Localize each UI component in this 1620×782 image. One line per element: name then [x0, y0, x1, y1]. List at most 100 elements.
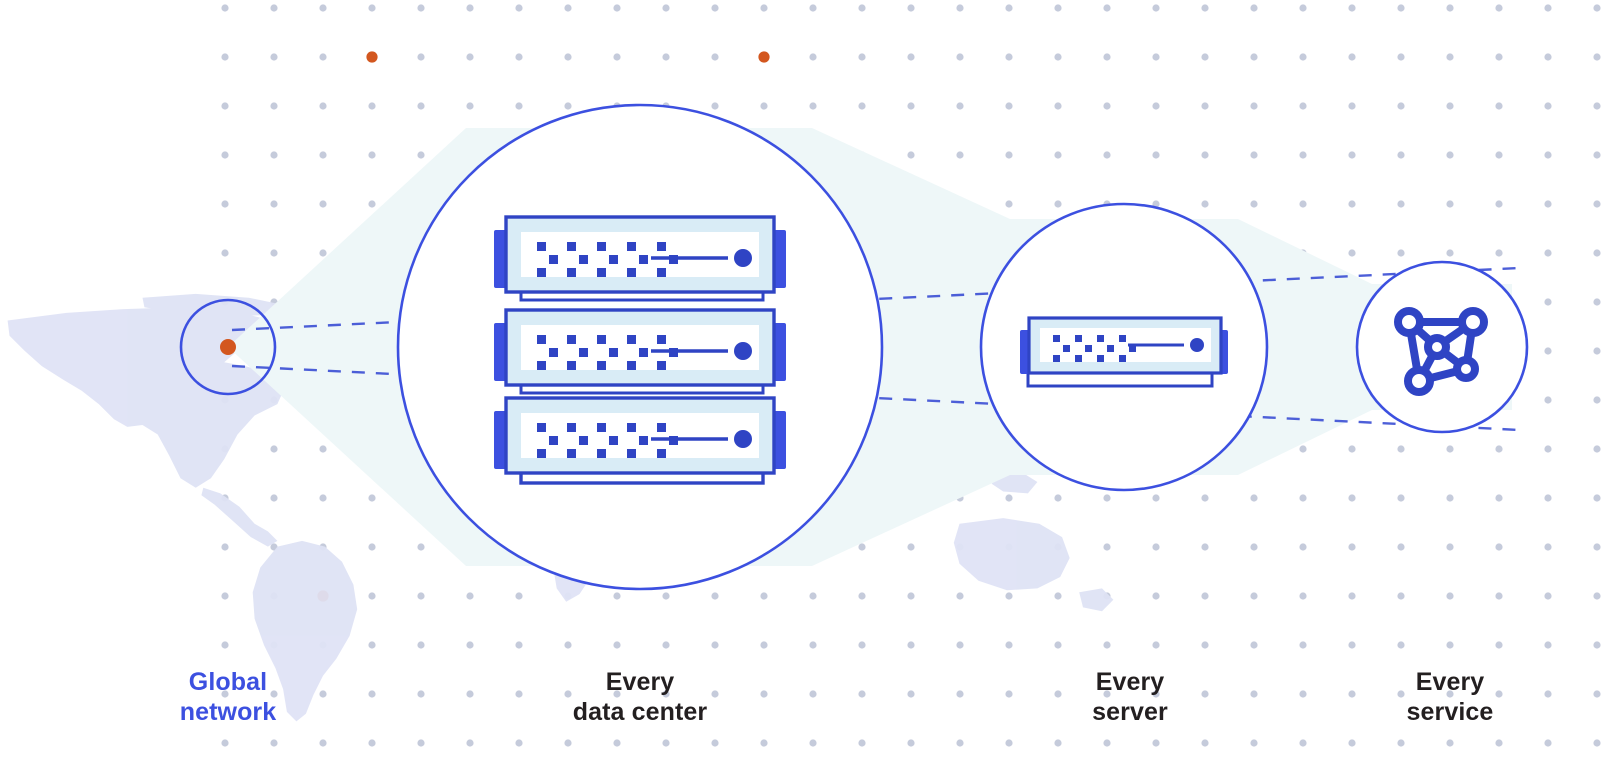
- grid-dot: [368, 151, 376, 159]
- grid-dot: [907, 543, 915, 551]
- grid-dot: [1299, 641, 1307, 649]
- grid-dot: [956, 4, 964, 12]
- grid-dot: [1446, 445, 1454, 453]
- grid-dot: [1544, 347, 1552, 355]
- grid-dot: [368, 543, 376, 551]
- grid-dot: [466, 690, 474, 698]
- grid-dot: [515, 592, 523, 600]
- grid-dot: [270, 445, 278, 453]
- grid-dot: [1250, 4, 1258, 12]
- grid-dot: [1495, 592, 1503, 600]
- grid-dot: [515, 690, 523, 698]
- grid-dot: [417, 543, 425, 551]
- grid-dot: [809, 102, 817, 110]
- grid-dot: [1299, 494, 1307, 502]
- grid-dot: [1446, 543, 1454, 551]
- grid-dot: [858, 102, 866, 110]
- grid-dot: [1152, 592, 1160, 600]
- grid-dot: [809, 53, 817, 61]
- grid-dot: [515, 4, 523, 12]
- grid-dot: [760, 592, 768, 600]
- grid-dot: [1005, 592, 1013, 600]
- grid-dot: [1054, 641, 1062, 649]
- grid-dot: [319, 102, 327, 110]
- grid-dot: [319, 445, 327, 453]
- grid-dot: [417, 151, 425, 159]
- grid-dot: [1054, 592, 1062, 600]
- grid-dot: [417, 690, 425, 698]
- grid-dot: [515, 102, 523, 110]
- server-led-dot: [1190, 338, 1204, 352]
- grid-dot: [956, 592, 964, 600]
- grid-dot: [613, 53, 621, 61]
- grid-dot-accent: [758, 51, 770, 63]
- grid-dot: [1593, 641, 1601, 649]
- grid-dot: [1397, 4, 1405, 12]
- grid-dot: [1201, 543, 1209, 551]
- grid-dot: [1544, 53, 1552, 61]
- grid-dot: [270, 4, 278, 12]
- grid-dot: [417, 53, 425, 61]
- grid-dot: [1299, 151, 1307, 159]
- grid-dot: [858, 543, 866, 551]
- grid-dot: [368, 592, 376, 600]
- grid-dot: [956, 102, 964, 110]
- grid-dot: [270, 102, 278, 110]
- grid-dot: [858, 641, 866, 649]
- grid-dot: [564, 4, 572, 12]
- grid-dot: [1397, 200, 1405, 208]
- grid-dot: [221, 739, 229, 747]
- grid-dot: [1544, 298, 1552, 306]
- server-rack-icon: [494, 215, 786, 485]
- grid-dot: [221, 53, 229, 61]
- grid-dot: [1397, 641, 1405, 649]
- grid-dot: [1544, 200, 1552, 208]
- grid-dot: [711, 53, 719, 61]
- grid-dot: [1250, 494, 1258, 502]
- grid-dot: [417, 739, 425, 747]
- server-unit-icon: [1020, 316, 1228, 388]
- grid-dot: [368, 102, 376, 110]
- grid-dot: [1201, 494, 1209, 502]
- grid-dot: [1446, 739, 1454, 747]
- grid-dot: [1348, 102, 1356, 110]
- grid-dot: [1397, 592, 1405, 600]
- grid-dot: [1446, 494, 1454, 502]
- grid-dot: [1103, 151, 1111, 159]
- grid-dot: [1544, 494, 1552, 502]
- grid-dot: [1299, 592, 1307, 600]
- grid-dot: [466, 53, 474, 61]
- grid-dot: [1593, 102, 1601, 110]
- grid-dot: [907, 151, 915, 159]
- grid-dot: [1103, 641, 1111, 649]
- grid-dot: [1495, 494, 1503, 502]
- grid-dot: [1152, 690, 1160, 698]
- stage-label-line: Every: [605, 668, 675, 696]
- grid-dot: [1348, 200, 1356, 208]
- grid-dot: [1593, 543, 1601, 551]
- grid-dot: [1103, 543, 1111, 551]
- grid-dot: [466, 102, 474, 110]
- stage-circle-global-network: [179, 298, 277, 396]
- grid-dot: [1544, 249, 1552, 257]
- grid-dot: [1103, 739, 1111, 747]
- grid-dot: [956, 53, 964, 61]
- grid-dot: [711, 641, 719, 649]
- grid-dot: [1397, 739, 1405, 747]
- grid-dot: [1495, 445, 1503, 453]
- grid-dot: [1299, 690, 1307, 698]
- grid-dot: [956, 739, 964, 747]
- grid-dot: [466, 641, 474, 649]
- grid-dot: [1201, 690, 1209, 698]
- grid-dot: [1103, 690, 1111, 698]
- grid-dot: [956, 151, 964, 159]
- grid-dot: [1348, 53, 1356, 61]
- grid-dot: [270, 494, 278, 502]
- server-unit: [494, 215, 786, 294]
- grid-dot: [564, 641, 572, 649]
- grid-dot: [1054, 53, 1062, 61]
- grid-dot: [1348, 690, 1356, 698]
- grid-dot: [1593, 298, 1601, 306]
- grid-dot: [907, 53, 915, 61]
- grid-dot: [564, 53, 572, 61]
